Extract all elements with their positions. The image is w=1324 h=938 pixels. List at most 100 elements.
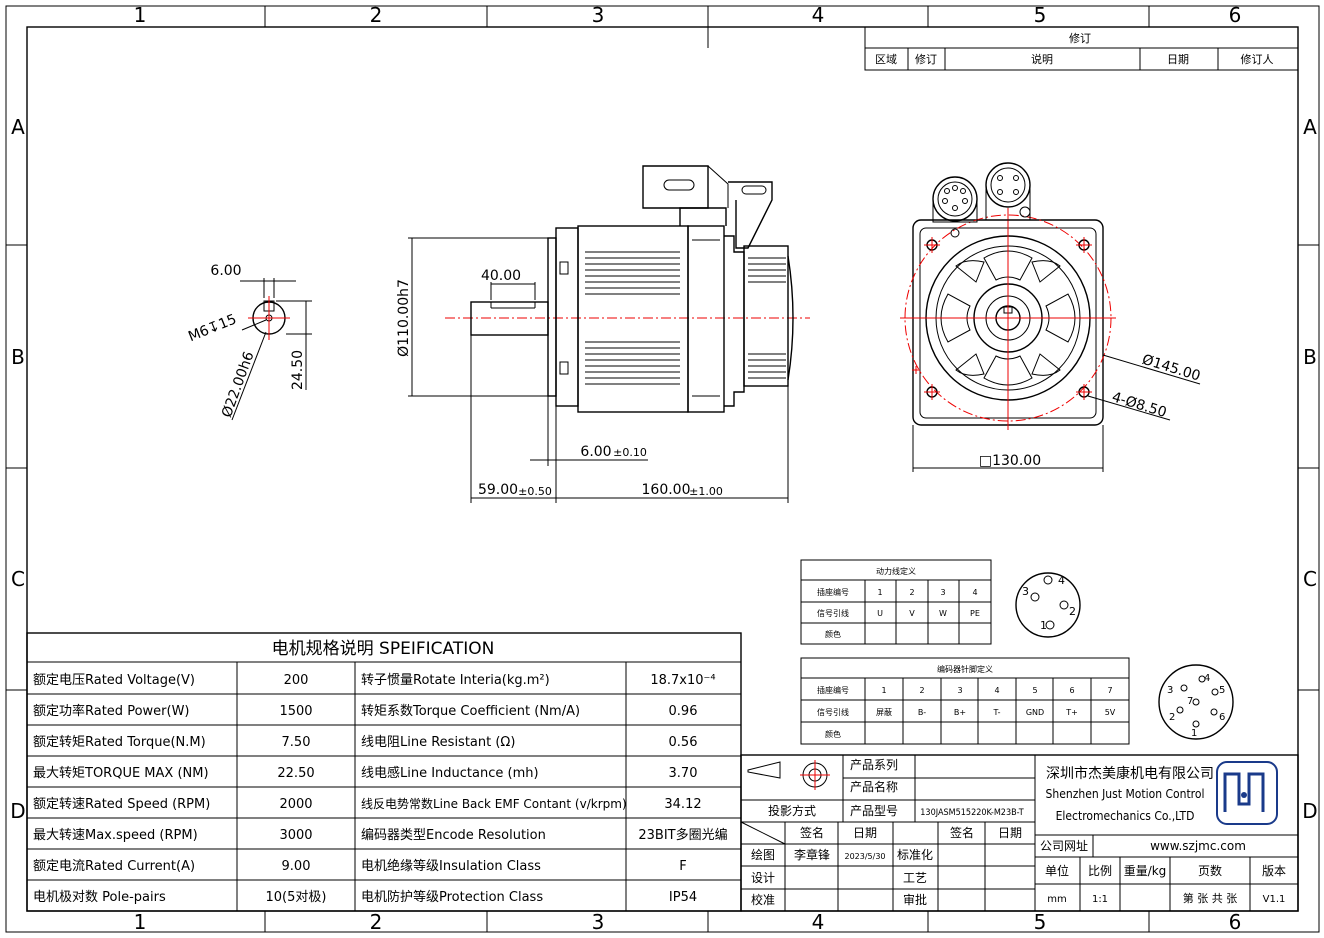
- col-label-bottom: 6: [1229, 910, 1242, 934]
- dim-shaft-diameter: Ø22.00h6: [219, 349, 258, 419]
- encoder-cell: T-: [992, 708, 1000, 717]
- dim-shaft-length: 59.00: [478, 482, 518, 498]
- tb-pages-label: 页数: [1198, 863, 1222, 878]
- row-label-right: C: [1303, 567, 1317, 591]
- encoder-cell: T+: [1065, 708, 1078, 717]
- encoder-cell: GND: [1026, 708, 1044, 717]
- encoder-cell: 4: [994, 686, 999, 695]
- tb-draw-date: 2023/5/30: [844, 852, 885, 861]
- spec-value: 3.70: [669, 766, 698, 781]
- spec-value: 9.00: [282, 859, 311, 874]
- encoder-cell: B+: [954, 708, 966, 717]
- dim-flange-thickness-tol: ±0.10: [613, 446, 647, 459]
- row-label-right: B: [1303, 345, 1317, 369]
- power-cell: 1: [877, 588, 882, 597]
- shaft-end-view: 6.00 24.50 M6↧15 Ø22.00h6: [186, 263, 312, 421]
- tb-website-label: 公司网址: [1040, 839, 1088, 853]
- power-table-title: 动力线定义: [876, 566, 916, 576]
- row-label-right: A: [1303, 115, 1317, 139]
- dim-thread: M6↧15: [186, 311, 239, 345]
- col-label-top: 2: [370, 3, 383, 27]
- col-label-bottom: 5: [1034, 910, 1047, 934]
- tb-drawer: 李章锋: [794, 847, 830, 862]
- revision-header: 修订人: [1241, 52, 1274, 66]
- tb-weight-label: 重量/kg: [1124, 864, 1167, 878]
- encoder-cell: 插座编号: [817, 685, 849, 695]
- revision-header: 说明: [1031, 52, 1053, 66]
- col-label-bottom: 1: [134, 910, 147, 934]
- spec-param: 转子惯量Rotate Interia(kg.m²): [361, 672, 550, 688]
- encoder-pin-label: 3: [1167, 685, 1173, 696]
- spec-param: 最大转速Max.speed (RPM): [33, 828, 198, 843]
- power-cell: 2: [909, 588, 914, 597]
- spec-value: 0.56: [669, 735, 698, 750]
- encoder-connector-pinout: 3 4 5 7 2 6 1: [1158, 664, 1234, 740]
- row-label-left: C: [11, 567, 25, 591]
- encoder-cell: 颜色: [825, 729, 841, 739]
- spec-param: 电机绝缘等级Insulation Class: [361, 858, 541, 874]
- spec-param: 线反电势常数Line Back EMF Contant (v/krpm): [361, 796, 627, 811]
- col-label-top: 6: [1229, 3, 1242, 27]
- power-cell: PE: [970, 609, 980, 618]
- revision-header: 区域: [875, 53, 897, 66]
- tb-model-value: 130JASM515220K-M23B-T: [920, 808, 1023, 818]
- encoder-cell: 信号引线: [817, 707, 849, 717]
- spec-value: F: [679, 859, 686, 874]
- row-label-right: D: [1302, 799, 1317, 823]
- encoder-pin-table: 编码器针脚定义 插座编号 1 2 3 4 5 6 7 信号引线 屏蔽 B- B+…: [800, 657, 1130, 745]
- tb-version: V1.1: [1263, 894, 1286, 905]
- encoder-cell: 5V: [1105, 708, 1116, 717]
- spec-value: 2000: [279, 797, 312, 812]
- power-cell: U: [877, 609, 883, 618]
- power-cell: V: [909, 609, 915, 618]
- dim-flange-thickness: 6.00: [580, 444, 611, 460]
- motor-front-view: Ø145.00 4-Ø8.50 □130.00: [900, 162, 1202, 472]
- col-label-top: 4: [812, 3, 825, 27]
- col-label-top: 5: [1034, 3, 1047, 27]
- tb-company-en1: Shenzhen Just Motion Control: [1046, 787, 1205, 801]
- power-cell: W: [939, 609, 947, 618]
- power-cell: 4: [972, 588, 977, 597]
- row-label-left: B: [11, 345, 25, 369]
- motor-side-view: Ø110.00h7 40.00 6.00 ±0.10 59.00 ±0.50 1…: [396, 165, 810, 503]
- dim-mount-holes: 4-Ø8.50: [1110, 389, 1168, 421]
- tb-product-series: 产品系列: [850, 758, 898, 772]
- company-logo: [1216, 761, 1278, 825]
- dim-key-height: 24.50: [290, 350, 306, 390]
- power-pin-label: 4: [1058, 574, 1065, 587]
- spec-param: 电机防护等级Protection Class: [361, 889, 543, 905]
- dim-shaft-length-tol: ±0.50: [518, 485, 552, 498]
- spec-value: 7.50: [282, 735, 311, 750]
- spec-value: 1500: [279, 704, 312, 719]
- tb-standard: 标准化: [897, 848, 933, 862]
- dim-body-length-tol: ±1.00: [689, 485, 723, 498]
- spec-param: 额定转矩Rated Torque(N.M): [33, 735, 206, 750]
- encoder-cell: 5: [1032, 686, 1037, 695]
- revision-block: 修订 区域 修订 说明 日期 修订人: [864, 26, 1299, 71]
- tb-pages: 第 张 共 张: [1183, 891, 1238, 905]
- tb-sign: 签名: [800, 825, 824, 840]
- power-pin-label: 1: [1040, 619, 1047, 632]
- revision-header: 修订: [915, 52, 937, 66]
- spec-title: 电机规格说明 SPEIFICATION: [272, 639, 495, 659]
- specification-table: 电机规格说明 SPEIFICATION 额定电压Rated Voltage(V)…: [26, 632, 742, 912]
- encoder-cell: B-: [918, 708, 926, 717]
- tb-projection: 投影方式: [768, 803, 816, 818]
- dim-key-length: 40.00: [481, 268, 521, 284]
- tb-unit: mm: [1047, 894, 1066, 905]
- tb-design: 设计: [751, 871, 775, 885]
- tb-scale: 1:1: [1092, 894, 1108, 905]
- frame-labels: 1 2 3 4 5 6 1 2 3 4 5 6 A B C D A B C D: [10, 3, 1317, 934]
- tb-draw: 绘图: [751, 847, 775, 862]
- row-label-left: D: [10, 799, 25, 823]
- col-label-top: 3: [592, 3, 605, 27]
- revision-title: 修订: [1069, 31, 1091, 45]
- dim-pilot-diameter: Ø110.00h7: [396, 279, 412, 357]
- col-label-bottom: 2: [370, 910, 383, 934]
- tb-company-cn: 深圳市杰美康机电有限公司: [1046, 765, 1214, 782]
- encoder-cell: 6: [1069, 686, 1074, 695]
- encoder-pin-label: 7: [1187, 696, 1193, 707]
- spec-value: 22.50: [277, 766, 314, 781]
- encoder-cell: 1: [881, 686, 886, 695]
- title-block: 产品系列 产品名称 投影方式 产品型号 130JASM515220K-M23B-…: [740, 754, 1299, 912]
